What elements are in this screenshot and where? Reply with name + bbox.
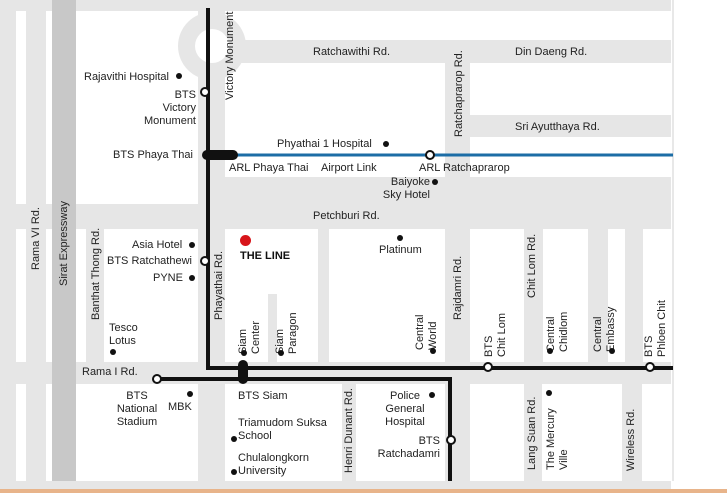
baiyoke-sky-hotel-marker xyxy=(432,179,438,185)
sri-ayutthaya-road-label: Sri Ayutthaya Rd. xyxy=(515,121,600,133)
siam-side-road xyxy=(268,229,277,362)
phloen-chit-road xyxy=(625,229,643,362)
central-world-label: Central World xyxy=(414,314,439,350)
victory-monument-road-label: Victory Monument xyxy=(224,11,236,100)
henri-dunant-road-label: Henri Dunant Rd. xyxy=(343,388,355,473)
rajdamri-road-label: Rajdamri Rd. xyxy=(452,255,464,320)
siam-center-label: Siam Center xyxy=(237,320,262,354)
phloen-chit-station xyxy=(645,362,655,372)
police-hospital-marker xyxy=(429,392,435,398)
bts-ratchathewi-label: BTS Ratchathewi xyxy=(107,255,192,267)
ratchathewi-station xyxy=(200,256,210,266)
phyathai-1-hospital-marker xyxy=(383,141,389,147)
chit-lom-road xyxy=(524,229,543,362)
henri-dunant-road xyxy=(342,384,356,481)
rajavithi-hospital-marker xyxy=(176,73,182,79)
platinum-label: Platinum xyxy=(379,244,422,256)
mbk-label: MBK xyxy=(168,401,192,413)
pyne-marker xyxy=(189,275,195,281)
rajavithi-hospital-label: Rajavithi Hospital xyxy=(84,71,169,83)
bts-ratchadamri-label: BTS Ratchadamri xyxy=(377,435,440,460)
asia-hotel-marker xyxy=(189,242,195,248)
siam-paragon-marker xyxy=(278,350,284,356)
rama-vi-road xyxy=(26,0,46,481)
sri-ayutthaya-road xyxy=(470,115,673,137)
bts-chit-lom-label: BTS Chit Lom xyxy=(483,312,508,357)
wireless-road xyxy=(622,384,642,481)
the-line-label: THE LINE xyxy=(240,250,291,262)
chulalongkorn-university-label: Chulalongkorn University xyxy=(238,452,309,477)
central-chidlom-label: Central Chidlom xyxy=(545,311,570,352)
banthat-thong-road xyxy=(86,229,104,362)
police-general-hospital-label: Police General Hospital xyxy=(385,390,425,428)
siam-paragon-label: Siam Paragon xyxy=(274,312,299,354)
bts-victory-monument-label: BTS Victory Monument xyxy=(144,89,196,127)
phayathai-road-label: Phayathai Rd. xyxy=(213,250,225,320)
top-road xyxy=(0,0,727,11)
central-embassy-marker xyxy=(609,348,615,354)
phaya-thai-interchange xyxy=(202,150,238,160)
pyne-label: PYNE xyxy=(153,272,183,284)
siam-interchange xyxy=(238,360,248,384)
arl-phaya-thai-label: ARL Phaya Thai xyxy=(229,162,309,174)
arl-ratchaprarop-label: ARL Ratchaprarop xyxy=(419,162,510,174)
victory-monument-station xyxy=(200,87,210,97)
bottom-border xyxy=(0,489,727,493)
national-stadium-station xyxy=(152,374,162,384)
phayathai-road xyxy=(198,0,225,481)
tesco-lotus-label: Tesco Lotus xyxy=(109,322,138,347)
bts-siam-label: BTS Siam xyxy=(238,390,288,402)
airport-link-label: Airport Link xyxy=(321,162,377,174)
chit-lom-road-label: Chit Lom Rd. xyxy=(526,233,538,298)
central-chidlom-marker xyxy=(547,348,553,354)
embassy-road xyxy=(588,229,608,362)
baiyoke-sky-hotel-label: Baiyoke Sky Hotel xyxy=(382,176,430,201)
banthat-thong-road-label: Banthat Thong Rd. xyxy=(90,227,102,320)
rama-i-road-label: Rama I Rd. xyxy=(82,366,138,378)
mbk-marker xyxy=(187,391,193,397)
phyathai-1-hospital-label: Phyathai 1 Hospital xyxy=(277,138,372,150)
bts-phaya-thai-label: BTS Phaya Thai xyxy=(113,149,193,161)
petchburi-road xyxy=(0,204,673,229)
sirat-expressway xyxy=(52,0,76,481)
rama-vi-road-label: Rama VI Rd. xyxy=(30,207,42,270)
minor-road xyxy=(318,229,329,362)
left-edge-road xyxy=(0,0,16,481)
triamudom-suksa-school-label: Triamudom Suksa School xyxy=(238,417,327,442)
din-daeng-road-label: Din Daeng Rd. xyxy=(515,46,588,58)
right-margin xyxy=(671,0,727,493)
chulalongkorn-marker xyxy=(231,469,237,475)
lang-suan-road-label: Lang Suan Rd. xyxy=(526,396,538,470)
bts-national-stadium-label: BTS National Stadium xyxy=(116,390,158,428)
wireless-road-label: Wireless Rd. xyxy=(625,408,637,471)
tesco-lotus-marker xyxy=(110,349,116,355)
central-world-marker xyxy=(430,348,436,354)
mercury-ville-marker xyxy=(546,390,552,396)
ratchaprarop-station xyxy=(425,150,435,160)
triamudom-marker xyxy=(231,436,237,442)
lang-suan-road xyxy=(524,384,542,481)
chit-lom-station xyxy=(483,362,493,372)
central-embassy-label: Central Embassy xyxy=(592,306,617,352)
petchburi-road-label: Petchburi Rd. xyxy=(313,210,380,222)
sirat-expressway-label: Sirat Expressway xyxy=(58,201,70,286)
asia-hotel-label: Asia Hotel xyxy=(132,239,183,251)
ratchawithi-road-label: Ratchawithi Rd. xyxy=(313,46,391,58)
siam-center-marker xyxy=(241,350,247,356)
ratchaprarop-road-label: Ratchaprarop Rd. xyxy=(453,50,465,137)
the-mercury-ville-label: The Mercury Ville xyxy=(545,408,570,470)
ratchadamri-station xyxy=(446,435,456,445)
the-line-marker xyxy=(240,235,251,246)
platinum-marker xyxy=(397,235,403,241)
bts-phloen-chit-label: BTS Phloen Chit xyxy=(643,300,668,357)
